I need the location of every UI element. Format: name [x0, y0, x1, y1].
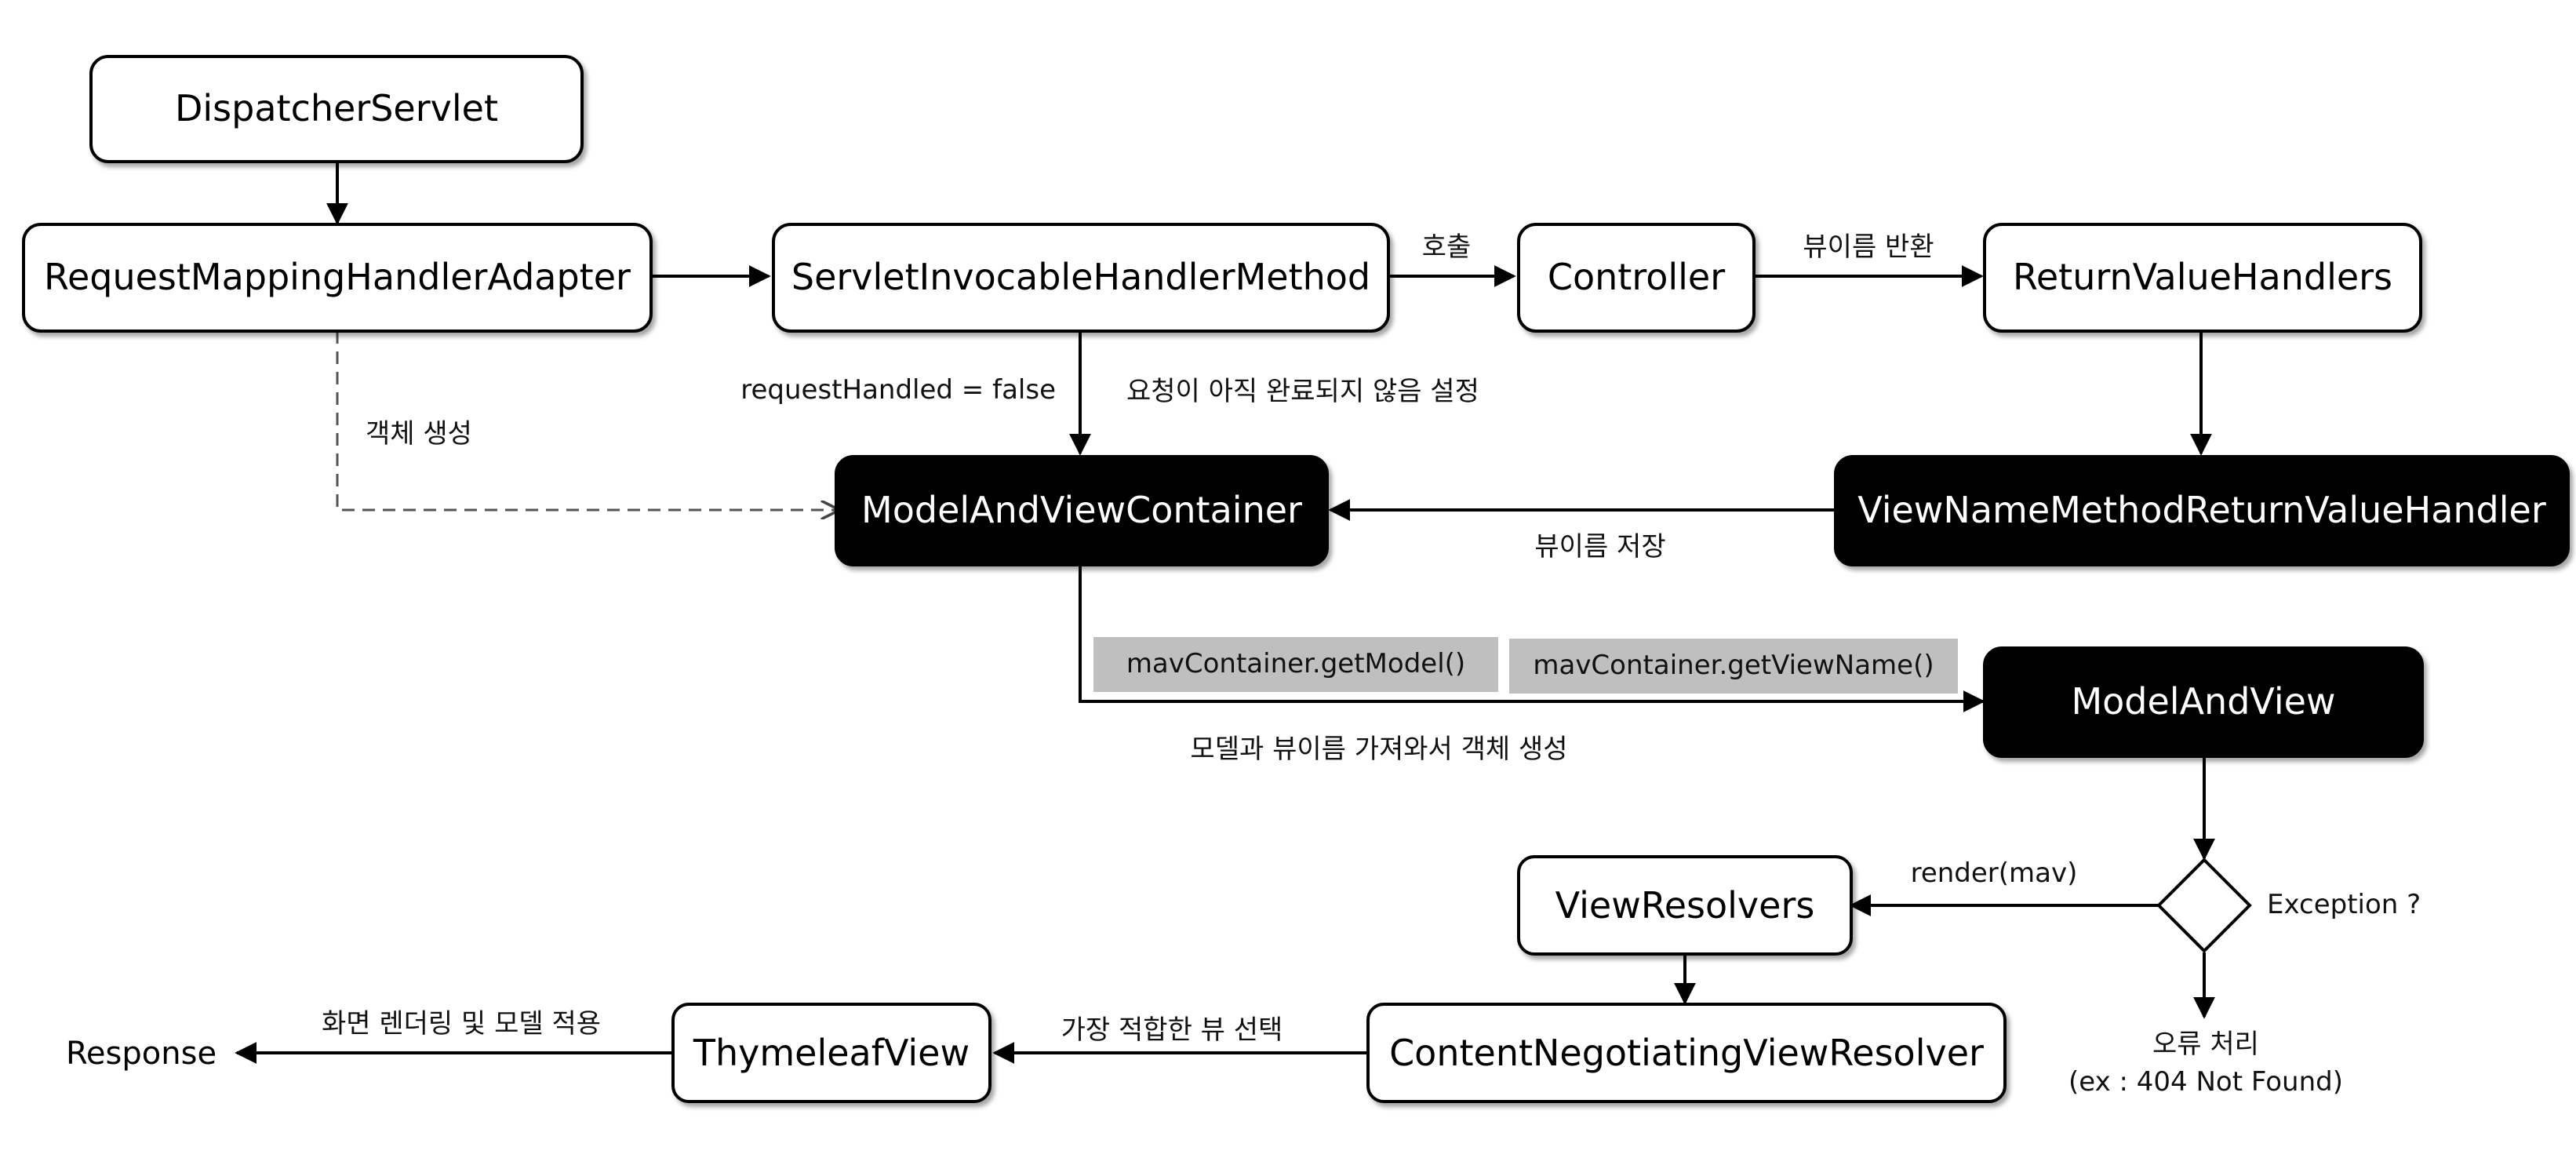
note-get-model-label: mavContainer.getModel(): [1126, 648, 1465, 679]
edge-label-request-not-completed: 요청이 아직 완료되지 않음 설정: [1126, 376, 1479, 407]
decision-error-handling: 오류 처리: [2152, 1029, 2259, 1060]
node-return-value-handlers: ReturnValueHandlers: [1983, 223, 2422, 333]
node-content-negotiating-view-resolver-label: ContentNegotiatingViewResolver: [1389, 1032, 1984, 1074]
node-view-resolvers: ViewResolvers: [1517, 855, 1853, 956]
edge-label-select-best-view: 가장 적합한 뷰 선택: [1061, 1014, 1283, 1046]
node-model-and-view-container-label: ModelAndViewContainer: [861, 489, 1302, 531]
node-dispatcher-servlet: DispatcherServlet: [89, 55, 584, 163]
note-get-view-name-label: mavContainer.getViewName(): [1533, 650, 1934, 681]
node-servlet-invocable-handler-method-label: ServletInvocableHandlerMethod: [791, 256, 1370, 298]
decision-exception: [2156, 858, 2252, 953]
node-thymeleaf-view-label: ThymeleafView: [693, 1032, 970, 1074]
node-model-and-view: ModelAndView: [1983, 646, 2424, 758]
node-view-name-method-return-value-handler-label: ViewNameMethodReturnValueHandler: [1857, 489, 2546, 531]
node-controller: Controller: [1517, 223, 1756, 333]
node-dispatcher-servlet-label: DispatcherServlet: [175, 87, 498, 129]
node-response-label: Response: [66, 1036, 216, 1072]
edge-label-request-handled-false: requestHandled = false: [740, 374, 1056, 406]
edge-adapter-creates-mavcontainer: [336, 331, 838, 510]
edge-label-return-view-name: 뷰이름 반환: [1803, 231, 1934, 263]
node-model-and-view-container: ModelAndViewContainer: [835, 455, 1329, 566]
node-view-name-method-return-value-handler: ViewNameMethodReturnValueHandler: [1834, 455, 2570, 566]
edge-label-get-model-and-view-name: 모델과 뷰이름 가져와서 객체 생성: [1190, 734, 1567, 765]
decision-label: Exception ?: [2267, 889, 2421, 920]
edge-mavcontainer-to-modelandview: [1079, 565, 1985, 712]
node-content-negotiating-view-resolver: ContentNegotiatingViewResolver: [1366, 1003, 2007, 1103]
edge-label-create-object: 객체 생성: [366, 418, 472, 450]
edge-label-render-mav: render(mav): [1911, 858, 2078, 889]
decision-error-example: (ex : 404 Not Found): [2068, 1066, 2343, 1098]
node-view-resolvers-label: ViewResolvers: [1555, 884, 1815, 927]
node-request-mapping-handler-adapter: RequestMappingHandlerAdapter: [22, 223, 653, 333]
node-request-mapping-handler-adapter-label: RequestMappingHandlerAdapter: [44, 256, 631, 298]
edges: [235, 162, 2215, 1064]
node-return-value-handlers-label: ReturnValueHandlers: [2013, 256, 2392, 298]
note-get-view-name: mavContainer.getViewName(): [1509, 639, 1958, 694]
node-thymeleaf-view: ThymeleafView: [671, 1003, 991, 1103]
edge-label-invoke: 호출: [1422, 231, 1472, 263]
node-servlet-invocable-handler-method: ServletInvocableHandlerMethod: [772, 223, 1390, 333]
node-controller-label: Controller: [1548, 256, 1725, 298]
edge-label-store-view-name: 뷰이름 저장: [1534, 531, 1665, 563]
edge-label-render-and-apply-model: 화면 렌더링 및 모델 적용: [322, 1008, 601, 1040]
note-get-model: mavContainer.getModel(): [1093, 637, 1498, 692]
node-model-and-view-label: ModelAndView: [2071, 680, 2335, 723]
